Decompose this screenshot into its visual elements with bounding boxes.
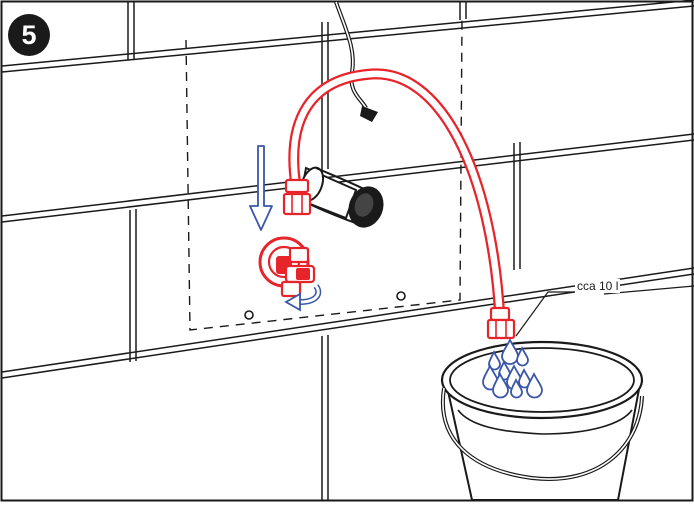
water-drop-icon xyxy=(510,377,523,399)
wall-hole xyxy=(244,310,254,320)
water-drop-icon xyxy=(492,371,509,399)
rotate-arrow-icon xyxy=(284,284,322,312)
water-drop-icon xyxy=(488,349,501,371)
wall-hole xyxy=(396,291,406,301)
water-drop-icon xyxy=(518,367,531,389)
label-leader-line xyxy=(515,291,574,337)
bucket-icon xyxy=(440,340,644,501)
water-drop-icon xyxy=(498,359,511,381)
step-number-badge: 5 xyxy=(8,14,50,56)
heater-connection-icon xyxy=(298,166,384,228)
water-drop-icon xyxy=(501,337,519,365)
water-drop-icon xyxy=(526,371,543,399)
down-arrow-icon xyxy=(249,145,273,231)
angle-valve-icon xyxy=(258,236,316,298)
red-hose xyxy=(282,68,516,340)
water-drops xyxy=(482,337,543,399)
water-volume-label: cca 10 l xyxy=(575,279,621,293)
water-drop-icon xyxy=(516,345,529,367)
heater-outline xyxy=(185,19,463,331)
